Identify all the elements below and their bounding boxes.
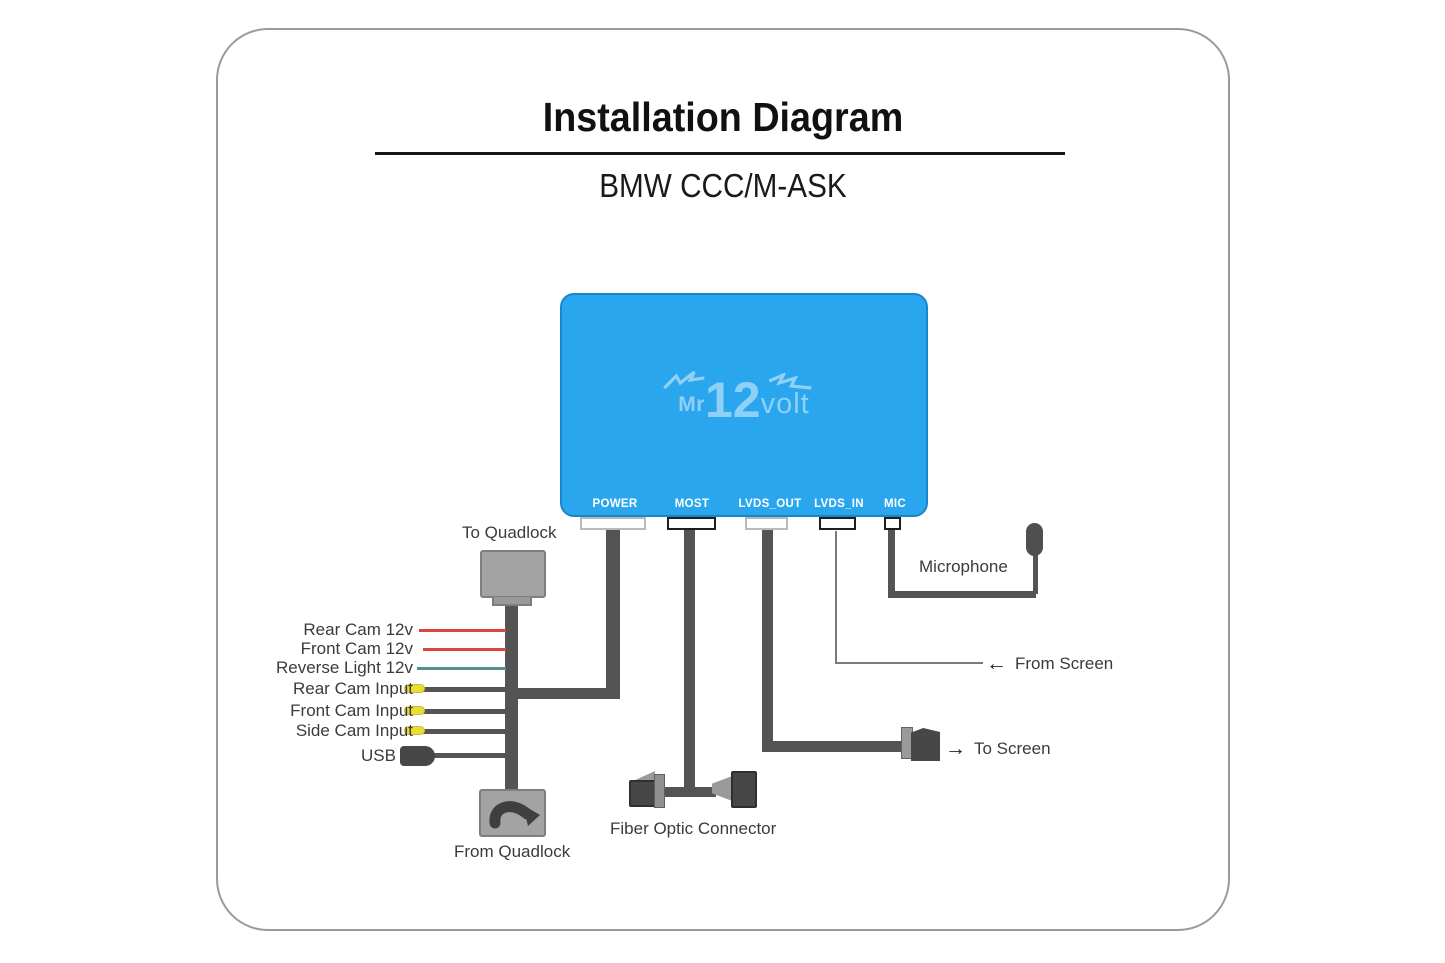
label-usb: USB <box>361 746 396 765</box>
to-screen-annotation: → To Screen <box>945 738 1051 759</box>
fiber-optic-right-funnel <box>712 775 735 802</box>
label-to-screen: To Screen <box>974 738 1051 758</box>
from-quadlock-connector <box>479 789 546 837</box>
logo-text-volt: volt <box>760 387 810 420</box>
mic-port-connector <box>884 517 901 530</box>
power-cable-horizontal <box>506 688 620 699</box>
logo-lightning-left-icon <box>663 371 705 390</box>
page-title: Installation Diagram <box>542 94 904 140</box>
label-front-cam-input: Front Cam Input <box>290 701 413 720</box>
fiber-optic-link-bar <box>662 787 716 797</box>
usb-wire <box>433 753 506 758</box>
to-screen-connector <box>911 728 940 761</box>
logo-text-12: 12 <box>704 372 761 428</box>
mic-cable-vertical <box>888 527 895 598</box>
rear-cam-input-connector <box>404 684 425 693</box>
lvds-in-wire-vertical <box>835 531 837 663</box>
label-side-cam-input: Side Cam Input <box>295 721 413 740</box>
label-from-quadlock: From Quadlock <box>454 842 571 861</box>
reverse-light-12v-wire <box>417 667 506 670</box>
port-label-power: POWER <box>592 498 638 510</box>
to-quadlock-connector-tab <box>492 597 532 606</box>
lvds-out-port-connector <box>745 517 788 530</box>
lvds-in-wire-horizontal <box>835 662 983 664</box>
logo-text-mr: Mr <box>678 392 705 416</box>
quadlock-harness-trunk <box>505 602 518 791</box>
fiber-optic-left-bevel <box>631 771 655 782</box>
lvds-out-cable-horizontal <box>762 741 904 752</box>
page-subtitle: BMW CCC/M-ASK <box>599 167 847 204</box>
power-port-connector <box>580 517 646 530</box>
front-cam-input-wire <box>423 709 506 714</box>
quadlock-hook-icon <box>489 801 540 829</box>
microphone-capsule-icon <box>1026 523 1043 556</box>
port-label-lvds-in: LVDS_IN <box>814 498 864 510</box>
most-cable <box>684 527 695 793</box>
mr12volt-logo: Mr 12 volt <box>663 371 812 428</box>
fiber-optic-left-plate <box>654 774 665 808</box>
lvds-out-cable-vertical <box>762 527 773 752</box>
to-quadlock-connector <box>480 550 546 598</box>
power-cable-vertical <box>606 527 620 694</box>
mr12volt-interface-box: Mr 12 volt POWER MOST LVDS_OUT LVDS_IN M… <box>560 293 928 517</box>
front-cam-input-connector <box>404 706 425 715</box>
rear-cam-input-wire <box>423 687 506 692</box>
side-cam-input-wire <box>423 729 506 734</box>
label-from-screen: From Screen <box>1015 653 1114 673</box>
port-label-mic: MIC <box>884 498 906 510</box>
label-reverse-light-12v: Reverse Light 12v <box>275 658 413 677</box>
label-front-cam-12v: Front Cam 12v <box>300 639 413 658</box>
fiber-optic-right-connector <box>731 771 757 808</box>
logo-lightning-right-icon <box>769 373 812 390</box>
mic-cable-horizontal <box>888 591 1036 598</box>
usb-plug-icon <box>400 746 435 766</box>
label-to-quadlock: To Quadlock <box>462 523 557 542</box>
side-cam-input-connector <box>404 726 425 735</box>
port-label-most: MOST <box>674 498 710 510</box>
mic-cable-stem <box>1033 552 1038 594</box>
arrow-right-icon: → <box>945 737 966 760</box>
label-rear-cam-input: Rear Cam Input <box>293 679 413 698</box>
most-port-connector <box>667 517 716 530</box>
label-fiber-optic-connector: Fiber Optic Connector <box>610 819 777 838</box>
port-label-lvds-out: LVDS_OUT <box>738 498 802 510</box>
arrow-left-icon: ← <box>986 652 1007 675</box>
from-screen-annotation: ← From Screen <box>986 653 1113 674</box>
title-divider <box>375 152 1065 155</box>
label-microphone: Microphone <box>919 557 1008 576</box>
rear-cam-12v-wire <box>419 629 506 632</box>
label-rear-cam-12v: Rear Cam 12v <box>303 620 413 639</box>
lvds-in-port-connector <box>819 517 856 530</box>
page-border <box>216 28 1230 931</box>
front-cam-12v-wire <box>423 647 506 651</box>
